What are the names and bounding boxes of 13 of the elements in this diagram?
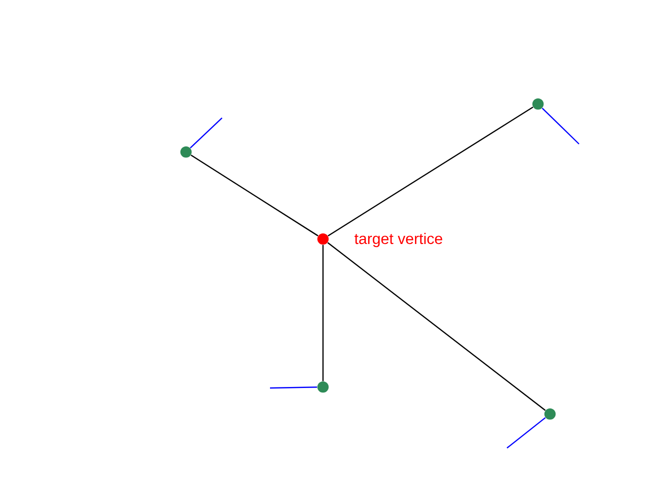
vertex-dot xyxy=(317,381,329,393)
vertex-dot xyxy=(532,98,544,110)
edge-line xyxy=(327,242,546,411)
stub-line xyxy=(190,118,222,148)
edge-line xyxy=(322,244,324,382)
vertex-dot xyxy=(180,146,192,158)
vertex-dot xyxy=(544,408,556,420)
stub-line xyxy=(506,417,546,448)
edge-line xyxy=(190,154,318,236)
stub-line xyxy=(542,108,580,144)
stub-line xyxy=(270,386,318,389)
vertex-label: target vertice xyxy=(354,232,442,248)
edge-line xyxy=(328,106,534,236)
